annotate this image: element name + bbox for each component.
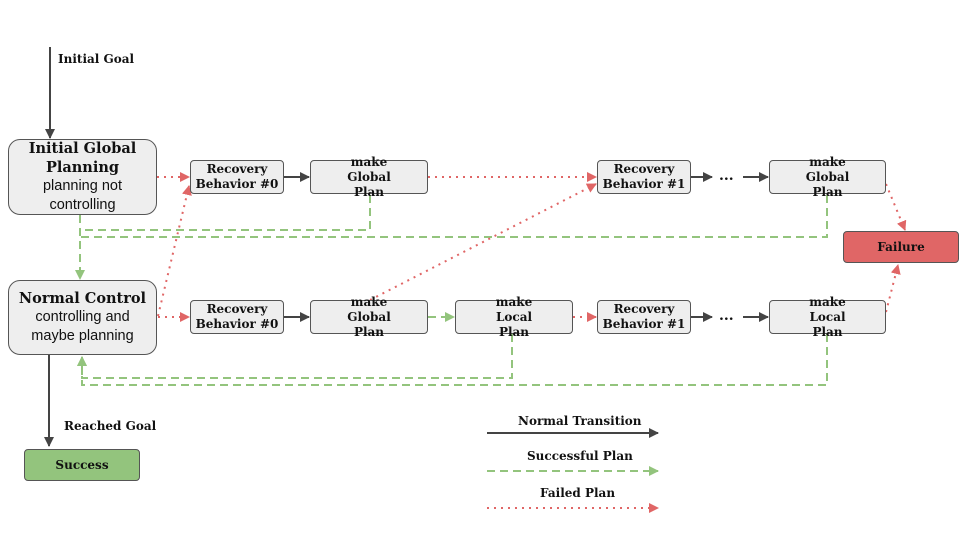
edge-top-global-success-return xyxy=(80,195,371,231)
edge-bottom-global-fail-to-top-recovery1 xyxy=(369,183,597,301)
edge-top-global2-fail-to-failure xyxy=(885,183,907,231)
bottom-make-local-plan-2-node: make Local Plan xyxy=(769,295,886,339)
bottom-ellipsis: ... xyxy=(719,308,734,324)
failed-plan-edges xyxy=(157,172,907,322)
legend-lines xyxy=(487,428,659,513)
top-recovery-behavior-1-node: Recovery Behavior #1 xyxy=(597,160,691,194)
successful-plan-edges xyxy=(75,195,828,386)
reached-goal-label: Reached Goal xyxy=(64,419,157,433)
top-make-global-plan-node: make Global Plan xyxy=(310,155,428,199)
bottom-recovery-behavior-0-node: Recovery Behavior #0 xyxy=(190,300,284,334)
edge-top-global2-success-return xyxy=(80,195,828,238)
bottom-make-local-plan-node: make Local Plan xyxy=(455,295,573,339)
failure-node: Failure xyxy=(843,231,959,263)
node-title: Normal Control xyxy=(18,290,147,307)
legend-normal-transition-label: Normal Transition xyxy=(518,414,642,428)
success-node: Success xyxy=(24,449,140,481)
node-subtitle: planning not controlling xyxy=(42,178,122,213)
normal-control-node: Normal Control controlling and maybe pla… xyxy=(8,280,157,355)
edge-bottom-local2-fail-to-failure xyxy=(885,264,901,313)
edge-bottom-local2-success-return xyxy=(77,334,828,386)
top-recovery-behavior-0-node: Recovery Behavior #0 xyxy=(190,160,284,194)
legend-successful-plan-label: Successful Plan xyxy=(527,449,633,463)
normal-transitions xyxy=(44,47,769,447)
top-ellipsis: ... xyxy=(719,168,734,184)
top-make-global-plan-2-node: make Global Plan xyxy=(769,155,886,199)
bottom-make-global-plan-node: make Global Plan xyxy=(310,295,428,339)
bottom-recovery-behavior-1-node: Recovery Behavior #1 xyxy=(597,300,691,334)
initial-global-planning-node: Initial Global Planning planning not con… xyxy=(8,139,157,215)
legend-failed-plan-label: Failed Plan xyxy=(540,486,616,500)
edge-normal-fail-to-top-recovery0 xyxy=(157,185,192,317)
initial-goal-label: Initial Goal xyxy=(58,52,135,66)
node-subtitle: controlling and maybe planning xyxy=(31,309,134,344)
node-title: Initial Global Planning xyxy=(28,140,137,176)
